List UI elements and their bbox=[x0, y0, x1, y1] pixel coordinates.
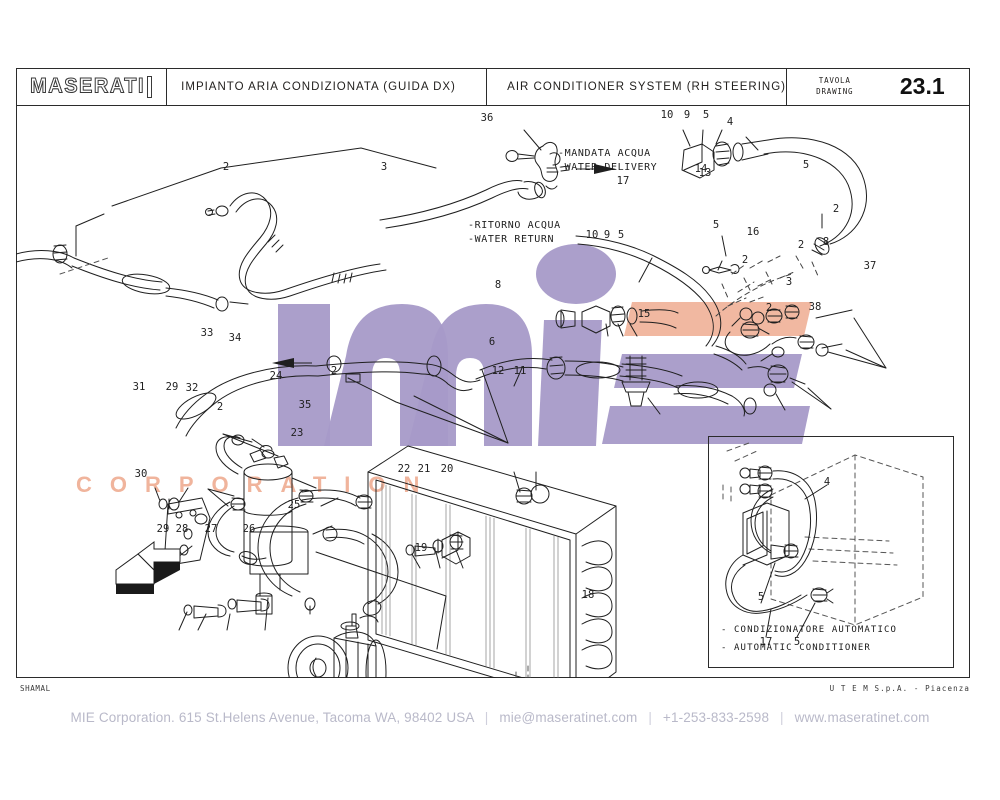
callout-number: 15 bbox=[638, 308, 651, 320]
callout-number: 25 bbox=[288, 499, 301, 511]
callout-number: 2 bbox=[331, 365, 337, 377]
callout-number: 2 bbox=[766, 302, 772, 314]
callout-number: 34 bbox=[229, 332, 242, 344]
publisher-name: U T E M S.p.A. - Piacenza bbox=[829, 684, 970, 693]
footer-sep-3: | bbox=[780, 710, 784, 725]
callout-number: 14 bbox=[695, 163, 708, 175]
callout-number: 3 bbox=[381, 161, 387, 173]
footer-sep-1: | bbox=[484, 710, 489, 725]
callout-number: 18 bbox=[582, 589, 595, 601]
callout-number: 17 bbox=[617, 175, 630, 187]
maserati-wordmark: MASERATI bbox=[30, 74, 146, 99]
direction-arrow bbox=[115, 541, 181, 594]
water-delivery-en: -WATER DELIVERY bbox=[558, 162, 657, 173]
callout-number: 20 bbox=[441, 463, 454, 475]
callout-number: 24 bbox=[270, 370, 283, 382]
callout-number: 2 bbox=[833, 203, 839, 215]
callout-number: 33 bbox=[201, 327, 214, 339]
tavola-label: TAVOLA DRAWING bbox=[787, 68, 875, 105]
callout-number: 2 bbox=[217, 401, 223, 413]
automatic-conditioner-inset: 4 5 17 5 - CONDIZIONATORE AUTOMATICO - AUTO… bbox=[708, 436, 954, 668]
callout-number: 17 bbox=[760, 636, 773, 648]
callout-number: 4 bbox=[727, 116, 733, 128]
title-block: MASERATI IMPIANTO ARIA CONDIZIONATA (GUI… bbox=[16, 68, 970, 106]
callout-number: 5 bbox=[758, 591, 764, 603]
callout-number: 5 bbox=[703, 109, 709, 121]
title-english: AIR CONDITIONER SYSTEM (RH STEERING) bbox=[487, 68, 787, 105]
inset-caption-it: - CONDIZIONATORE AUTOMATICO bbox=[721, 625, 897, 635]
callout-number: 8 bbox=[495, 279, 501, 291]
callout-number: 2 bbox=[742, 254, 748, 266]
delivery-arrow-head bbox=[594, 164, 616, 174]
callout-number: 5 bbox=[794, 636, 800, 648]
callout-number: 30 bbox=[135, 468, 148, 480]
callout-number: 38 bbox=[809, 301, 822, 313]
callout-number: 9 bbox=[604, 229, 610, 241]
mie-email[interactable]: mie@maseratinet.com bbox=[499, 710, 638, 725]
water-return-it: -RITORNO ACQUA bbox=[468, 220, 561, 231]
callout-number: 10 bbox=[661, 109, 674, 121]
callout-number: 37 bbox=[864, 260, 877, 272]
callout-number: 3 bbox=[786, 276, 792, 288]
callout-number: 21 bbox=[418, 463, 431, 475]
tavola-label-it: TAVOLA bbox=[818, 76, 851, 86]
model-name: SHAMAL bbox=[20, 684, 51, 693]
drawing-number-text: 23.1 bbox=[899, 73, 945, 99]
drawing-number: 23.1 bbox=[875, 68, 970, 105]
callout-number: 5 bbox=[803, 159, 809, 171]
callout-number: 10 bbox=[586, 229, 599, 241]
tavola-label-en: DRAWING bbox=[816, 86, 854, 96]
callout-number: 16 bbox=[747, 226, 760, 238]
callout-number: 2 bbox=[223, 161, 229, 173]
maserati-logo-bar bbox=[147, 75, 153, 98]
inset-caption-en: - AUTOMATIC CONDITIONER bbox=[721, 643, 871, 653]
callout-number: 35 bbox=[299, 399, 312, 411]
callout-number: 11 bbox=[514, 365, 527, 377]
callout-number: 8 bbox=[823, 236, 829, 248]
callout-number: 19 bbox=[415, 542, 428, 554]
callout-number: 27 bbox=[205, 523, 218, 535]
water-delivery-it: -MANDATA ACQUA bbox=[558, 148, 651, 159]
mie-footer: MIE Corporation. 615 St.Helens Avenue, T… bbox=[0, 710, 1000, 725]
callout-number: 6 bbox=[489, 336, 495, 348]
inset-linework: 4 5 17 5 bbox=[722, 442, 924, 648]
diagram-linework: 3623109545141317109525162837232388615212… bbox=[16, 109, 887, 678]
callout-number: 28 bbox=[176, 523, 189, 535]
callout-number: 26 bbox=[243, 523, 256, 535]
callout-number: 4 bbox=[824, 476, 830, 488]
callout-number: 9 bbox=[684, 109, 690, 121]
callout-number: 32 bbox=[186, 382, 199, 394]
callout-number: 36 bbox=[481, 112, 494, 124]
mie-company: MIE Corporation. 615 St.Helens Avenue, T… bbox=[70, 710, 474, 725]
callout-number: 5 bbox=[713, 219, 719, 231]
callout-number: 22 bbox=[398, 463, 411, 475]
title-english-text: AIR CONDITIONER SYSTEM (RH STEERING) bbox=[507, 80, 786, 93]
callout-number: 31 bbox=[133, 381, 146, 393]
callout-number: 2 bbox=[798, 239, 804, 251]
callout-number: 29 bbox=[166, 381, 179, 393]
title-italian: IMPIANTO ARIA CONDIZIONATA (GUIDA DX) bbox=[167, 68, 488, 105]
callout-number: 13 bbox=[699, 167, 712, 179]
water-return-en: -WATER RETURN bbox=[468, 234, 554, 245]
title-italian-text: IMPIANTO ARIA CONDIZIONATA (GUIDA DX) bbox=[181, 80, 456, 93]
mie-phone: +1-253-833-2598 bbox=[662, 710, 770, 725]
footer-sep-2: | bbox=[648, 710, 652, 725]
return-arrow-head bbox=[272, 358, 294, 368]
mie-website[interactable]: www.maseratinet.com bbox=[794, 710, 930, 725]
callout-number: 23 bbox=[291, 427, 304, 439]
maserati-logo: MASERATI bbox=[16, 68, 168, 105]
diagram-canvas: CORPORATION bbox=[16, 106, 970, 678]
callout-number: 12 bbox=[492, 365, 505, 377]
callout-number: 5 bbox=[618, 229, 624, 241]
callout-number: 29 bbox=[157, 523, 170, 535]
